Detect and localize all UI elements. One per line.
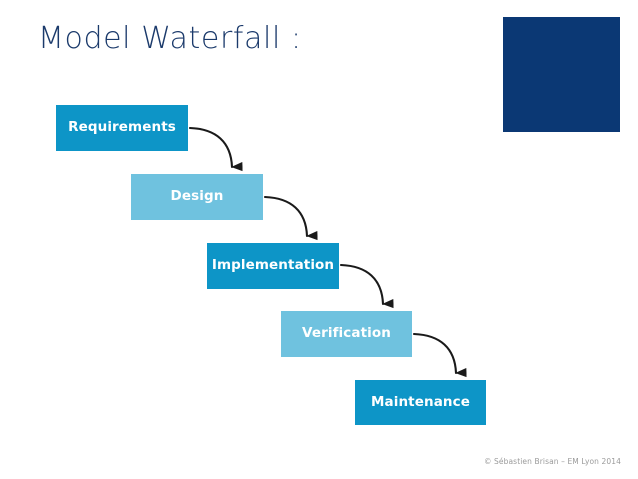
stage-label-design: Design	[170, 188, 224, 205]
connector-implementation-to-verification	[339, 263, 394, 309]
stage-box-maintenance[interactable]: Maintenance	[355, 380, 486, 425]
stage-box-requirements[interactable]: Requirements	[56, 105, 188, 151]
connector-design-to-implementation	[263, 195, 318, 241]
connector-requirements-to-design	[188, 126, 243, 172]
footer-credit: © Sébastien Brisan – EM Lyon 2014	[483, 457, 621, 466]
connector-verification-to-maintenance	[412, 332, 467, 378]
stage-label-verification: Verification	[302, 325, 391, 342]
page-title: Model Waterfall :	[38, 21, 302, 56]
navy-square-decoration	[503, 17, 620, 132]
stage-box-implementation[interactable]: Implementation	[207, 243, 339, 289]
stage-box-verification[interactable]: Verification	[281, 311, 412, 357]
stage-label-requirements: Requirements	[68, 119, 176, 136]
stage-label-maintenance: Maintenance	[371, 393, 470, 410]
stage-label-implementation: Implementation	[211, 257, 335, 274]
stage-box-design[interactable]: Design	[131, 174, 263, 220]
